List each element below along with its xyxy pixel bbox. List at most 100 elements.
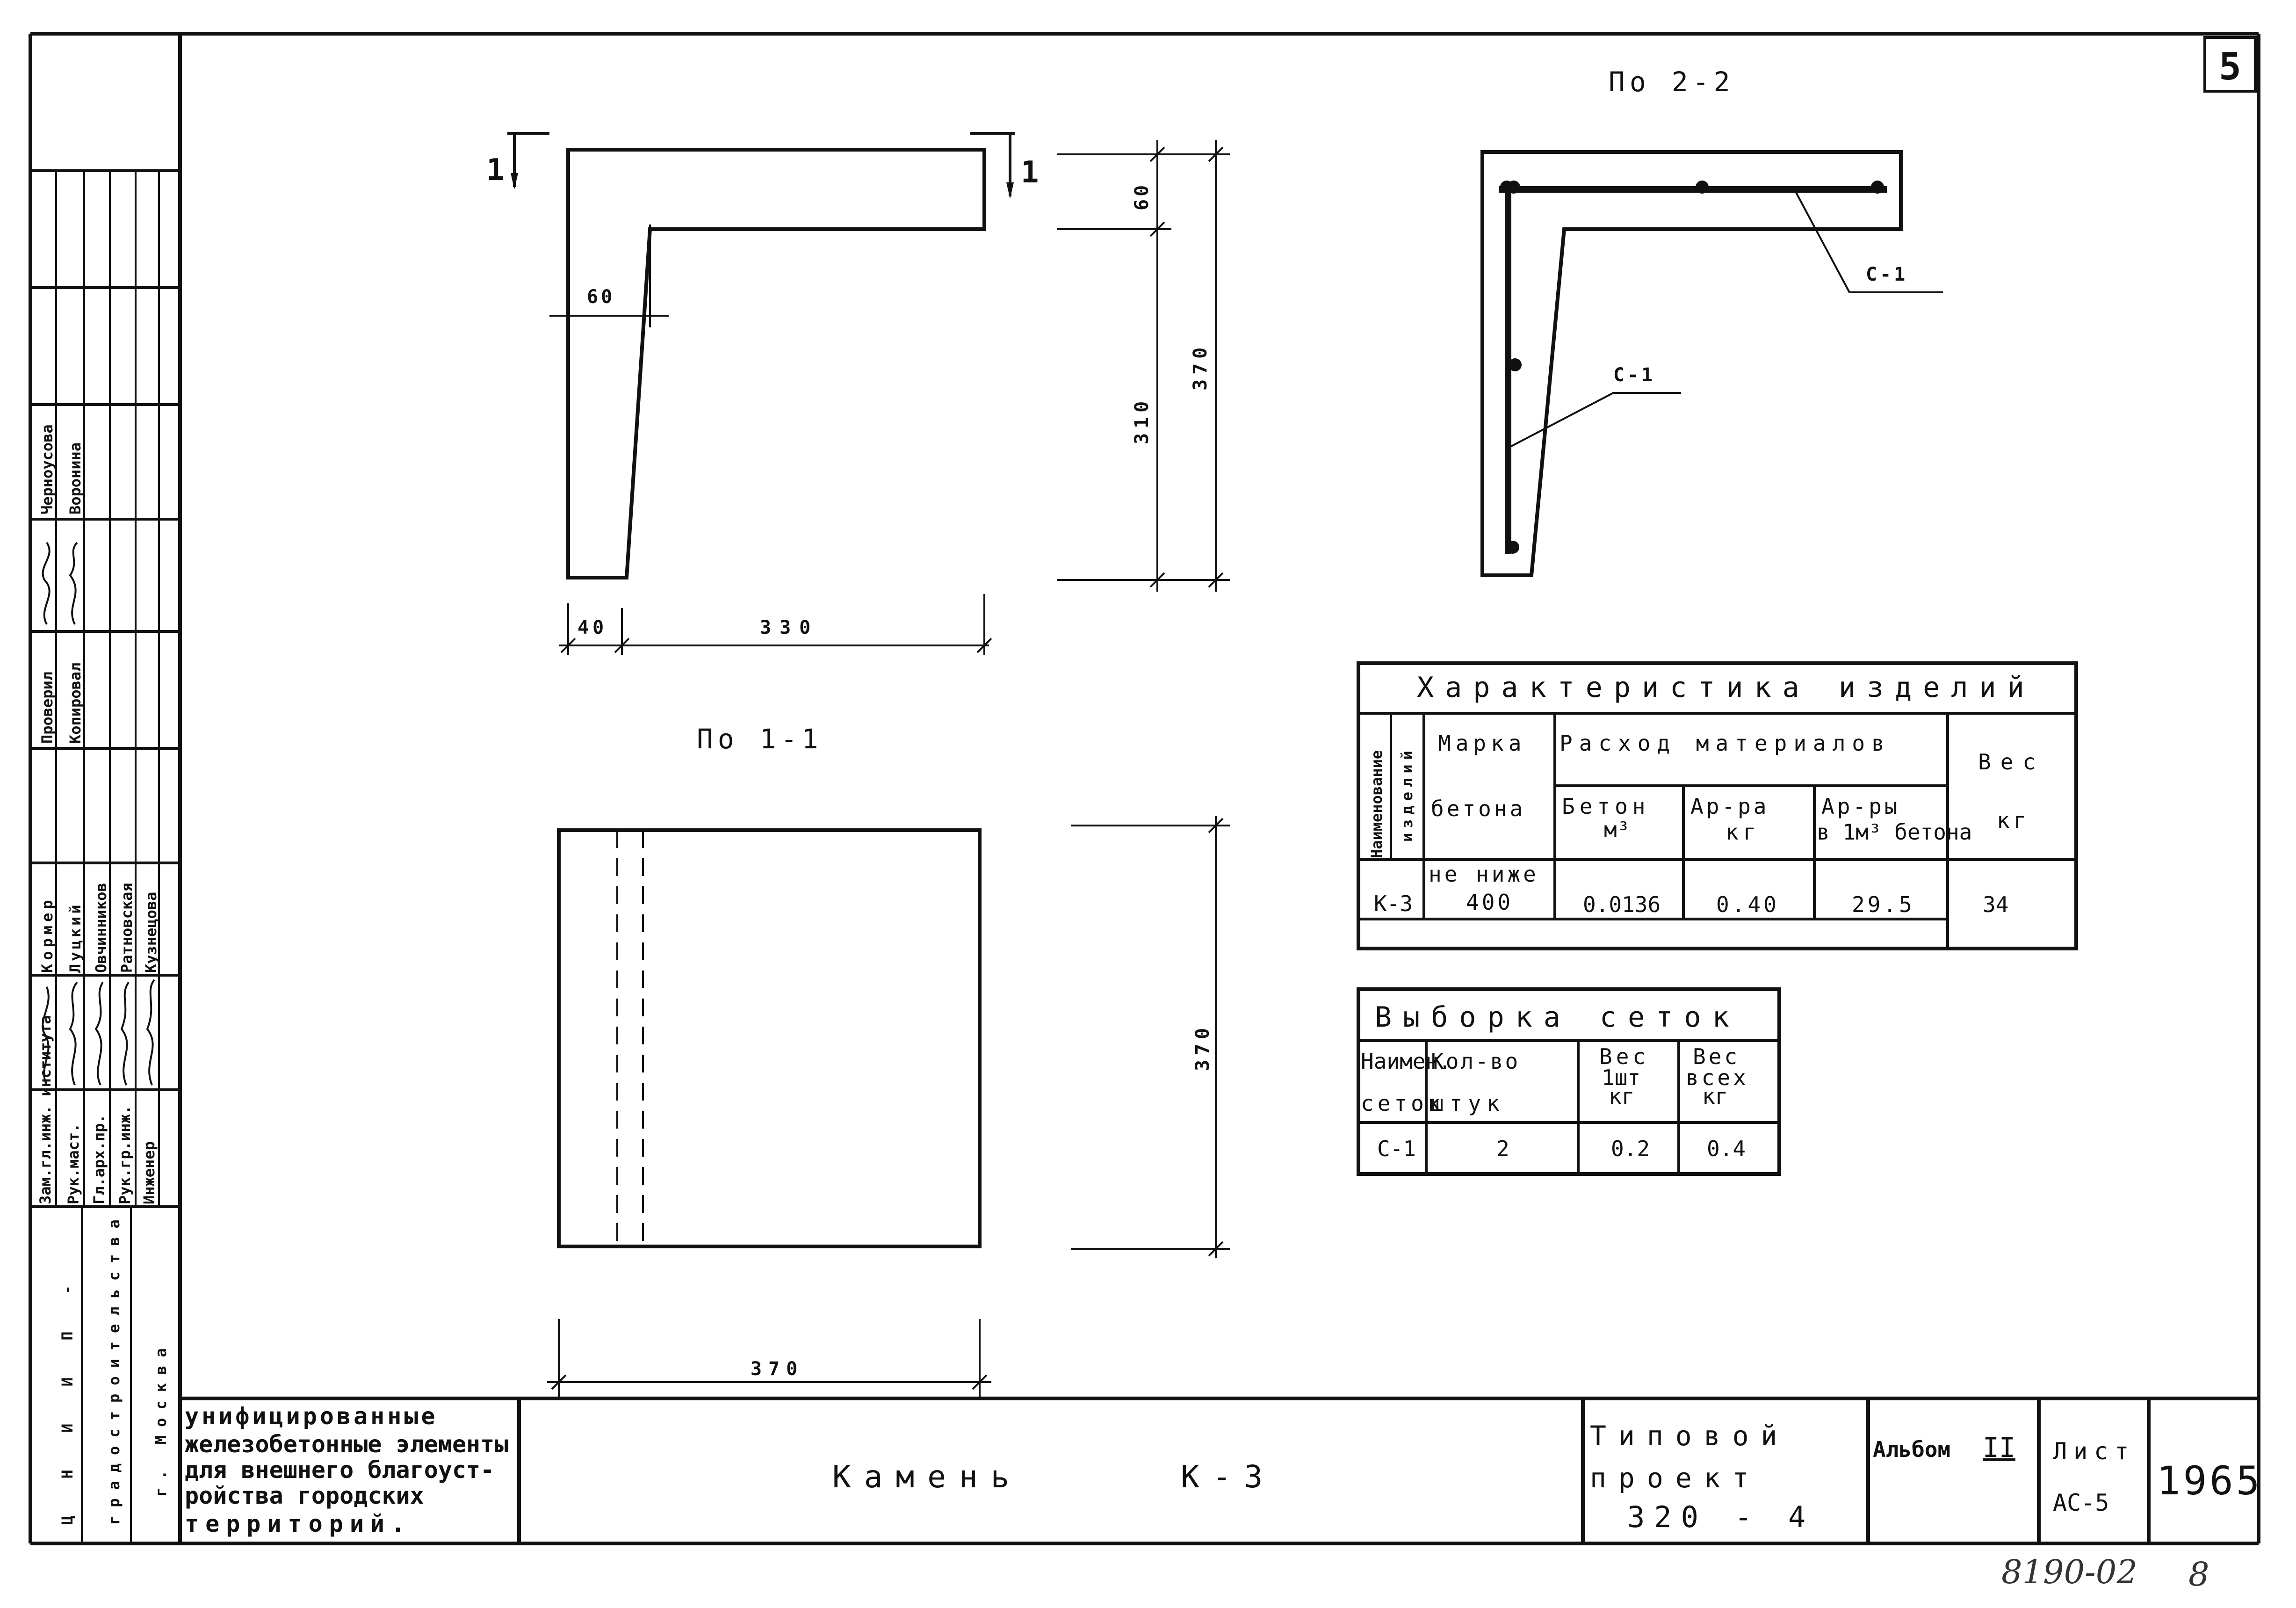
char-col-name-l2: изделий bbox=[1398, 746, 1416, 842]
char-row-name: К-3 bbox=[1374, 891, 1413, 916]
org-dept: градостроительства bbox=[105, 1211, 123, 1525]
mesh-col-wall-l1: Вес bbox=[1693, 1044, 1740, 1069]
name-4: Кузнецова bbox=[142, 892, 160, 973]
project-line-1: проект bbox=[1590, 1462, 1761, 1494]
char-col-materials: Расход материалов bbox=[1560, 731, 1891, 756]
mesh-col-wall-l2: всех bbox=[1686, 1065, 1749, 1090]
role-0: Зам.гл.инж. института bbox=[36, 1015, 54, 1204]
dim-section-width: 370 bbox=[751, 1358, 804, 1380]
sheet-badge-number: 5 bbox=[2219, 45, 2241, 88]
title-block: унифицированные железобетонные элементы … bbox=[180, 1397, 2262, 1543]
char-row-weight: 34 bbox=[1983, 892, 2008, 917]
project-line-2: 320 - 4 bbox=[1627, 1500, 1815, 1534]
item-title: Камень К-3 bbox=[832, 1459, 1276, 1495]
mesh-col-w1-l3: кг bbox=[1609, 1084, 1634, 1109]
mesh-col-qty-l2: штук bbox=[1431, 1091, 1505, 1116]
sheet-frame bbox=[29, 32, 2260, 1545]
char-col-weight-l1: Вес bbox=[1978, 749, 2045, 775]
dim-bottom-left: 40 bbox=[578, 617, 607, 638]
album-label: Альбом bbox=[1873, 1437, 1950, 1462]
char-col-concrete-l2: м³ bbox=[1604, 817, 1630, 842]
desc-line-3: ройства городских bbox=[185, 1482, 424, 1509]
mesh-col-qty-l1: Кол-во bbox=[1431, 1049, 1520, 1074]
side-panel: Ц Н И И П - градостроительства г. Москва… bbox=[30, 169, 180, 1543]
mesh-col-name-l2: сеток bbox=[1361, 1091, 1444, 1116]
char-col-mark-bottom: бетона bbox=[1431, 796, 1525, 821]
name-0: Кормер bbox=[38, 896, 56, 973]
sheet-label: Лист bbox=[2053, 1438, 2135, 1465]
char-col-rebar-l2: кг bbox=[1726, 819, 1761, 845]
cut-marker-right: 1 bbox=[970, 132, 1039, 199]
org-city: г. Москва bbox=[152, 1340, 170, 1497]
char-col-rebar-per-l1: Ар-ры bbox=[1821, 794, 1900, 819]
name-3: Ратновская bbox=[118, 883, 136, 973]
char-col-weight-l2: кг bbox=[1997, 808, 2030, 833]
char-row-mark-l2: 400 bbox=[1466, 890, 1513, 915]
mesh-col-name-l1: Наимен. bbox=[1361, 1049, 1451, 1074]
elevation-view: 1 1 60 40 330 60 310 bbox=[486, 132, 1230, 655]
desc-line-1: железобетонные элементы bbox=[185, 1431, 508, 1458]
mesh-row-name: С-1 bbox=[1377, 1136, 1416, 1161]
char-row-rebar-per: 29.5 bbox=[1852, 892, 1915, 917]
char-col-name-l1: Наименование bbox=[1368, 750, 1386, 858]
org-name: Ц Н И И П - bbox=[58, 1271, 76, 1525]
section-1-1-title: По 1-1 bbox=[697, 723, 823, 755]
signatures bbox=[42, 542, 155, 1086]
role-4: Инженер bbox=[140, 1141, 158, 1204]
mesh-col-wall-l3: кг bbox=[1702, 1084, 1728, 1109]
section-2-2-outline bbox=[1480, 150, 1903, 577]
role-2: Гл.арх.пр. bbox=[90, 1114, 108, 1204]
checked-name-1: Воронина bbox=[66, 442, 84, 514]
char-row-mark-l1: не ниже bbox=[1429, 862, 1539, 887]
archive-number: 8190-02 bbox=[2001, 1553, 2137, 1591]
cut-label-right: 1 bbox=[1021, 155, 1039, 190]
desc-line-4: территорий. bbox=[185, 1510, 412, 1537]
desc-line-2: для внешнего благоуст- bbox=[185, 1456, 494, 1484]
checked-name-0: Черноусова bbox=[38, 424, 56, 514]
mesh-label-top: С-1 bbox=[1866, 264, 1908, 285]
mesh-label-side: С-1 bbox=[1613, 364, 1655, 386]
role-1: Рук.маст. bbox=[65, 1123, 82, 1204]
stone-outline bbox=[566, 148, 986, 579]
section-1-1-outline bbox=[557, 828, 982, 1248]
year: 1965 bbox=[2157, 1458, 2262, 1504]
checked-label: Проверил bbox=[38, 672, 56, 744]
dim-bottom-right: 330 bbox=[760, 617, 819, 638]
dim-section-height: 370 bbox=[1192, 1023, 1213, 1071]
project-line-0: Типовой bbox=[1590, 1420, 1789, 1452]
mesh-col-w1-l2: 1шт bbox=[1602, 1065, 1640, 1090]
dim-web-thickness: 60 bbox=[587, 286, 615, 308]
mesh-row-qty: 2 bbox=[1496, 1136, 1509, 1161]
section-2-2: По 2-2 С-1 С-1 bbox=[1480, 66, 1943, 577]
sheet-value: АС-5 bbox=[2053, 1489, 2109, 1516]
characteristics-table: Характеристика изделий Наименование изде… bbox=[1357, 661, 2078, 950]
dim-top-thickness: 60 bbox=[1131, 182, 1153, 210]
char-col-concrete-l1: Бетон bbox=[1562, 794, 1650, 819]
copied-label: Копировал bbox=[66, 663, 84, 744]
album-value: II bbox=[1983, 1432, 2015, 1463]
name-1: Луцкий bbox=[66, 902, 84, 973]
section-2-2-title: По 2-2 bbox=[1609, 66, 1735, 98]
mesh-row-w1: 0.2 bbox=[1611, 1136, 1650, 1161]
name-2: Овчинников bbox=[92, 883, 110, 973]
char-col-rebar-l1: Ар-ра bbox=[1690, 794, 1769, 819]
role-3: Рук.гр.инж. bbox=[116, 1105, 134, 1204]
mesh-table: Выборка сеток Наимен. сеток Кол-во штук … bbox=[1357, 987, 1781, 1176]
char-row-concrete: 0.0136 bbox=[1583, 892, 1661, 917]
sheet-badge: 5 bbox=[2203, 36, 2257, 93]
section-1-1: По 1-1 370 370 bbox=[547, 723, 1230, 1398]
mesh-col-w1-l1: Вес bbox=[1599, 1044, 1649, 1069]
char-col-mark-top: Марка bbox=[1438, 731, 1526, 756]
dim-total-height: 370 bbox=[1190, 343, 1211, 391]
cut-marker-left: 1 bbox=[486, 132, 549, 189]
mesh-title: Выборка сеток bbox=[1375, 1001, 1740, 1034]
mesh-row-wall: 0.4 bbox=[1707, 1136, 1746, 1161]
char-col-rebar-per-l2: в 1м³ бетона bbox=[1817, 819, 1972, 845]
dim-lower-height: 310 bbox=[1131, 397, 1153, 444]
desc-line-0: унифицированные bbox=[185, 1403, 438, 1430]
char-row-rebar: 0.40 bbox=[1716, 892, 1779, 917]
char-title: Характеристика изделий bbox=[1417, 671, 2036, 704]
footer-page: 8 bbox=[2188, 1555, 2209, 1594]
cut-label-left: 1 bbox=[486, 153, 505, 188]
